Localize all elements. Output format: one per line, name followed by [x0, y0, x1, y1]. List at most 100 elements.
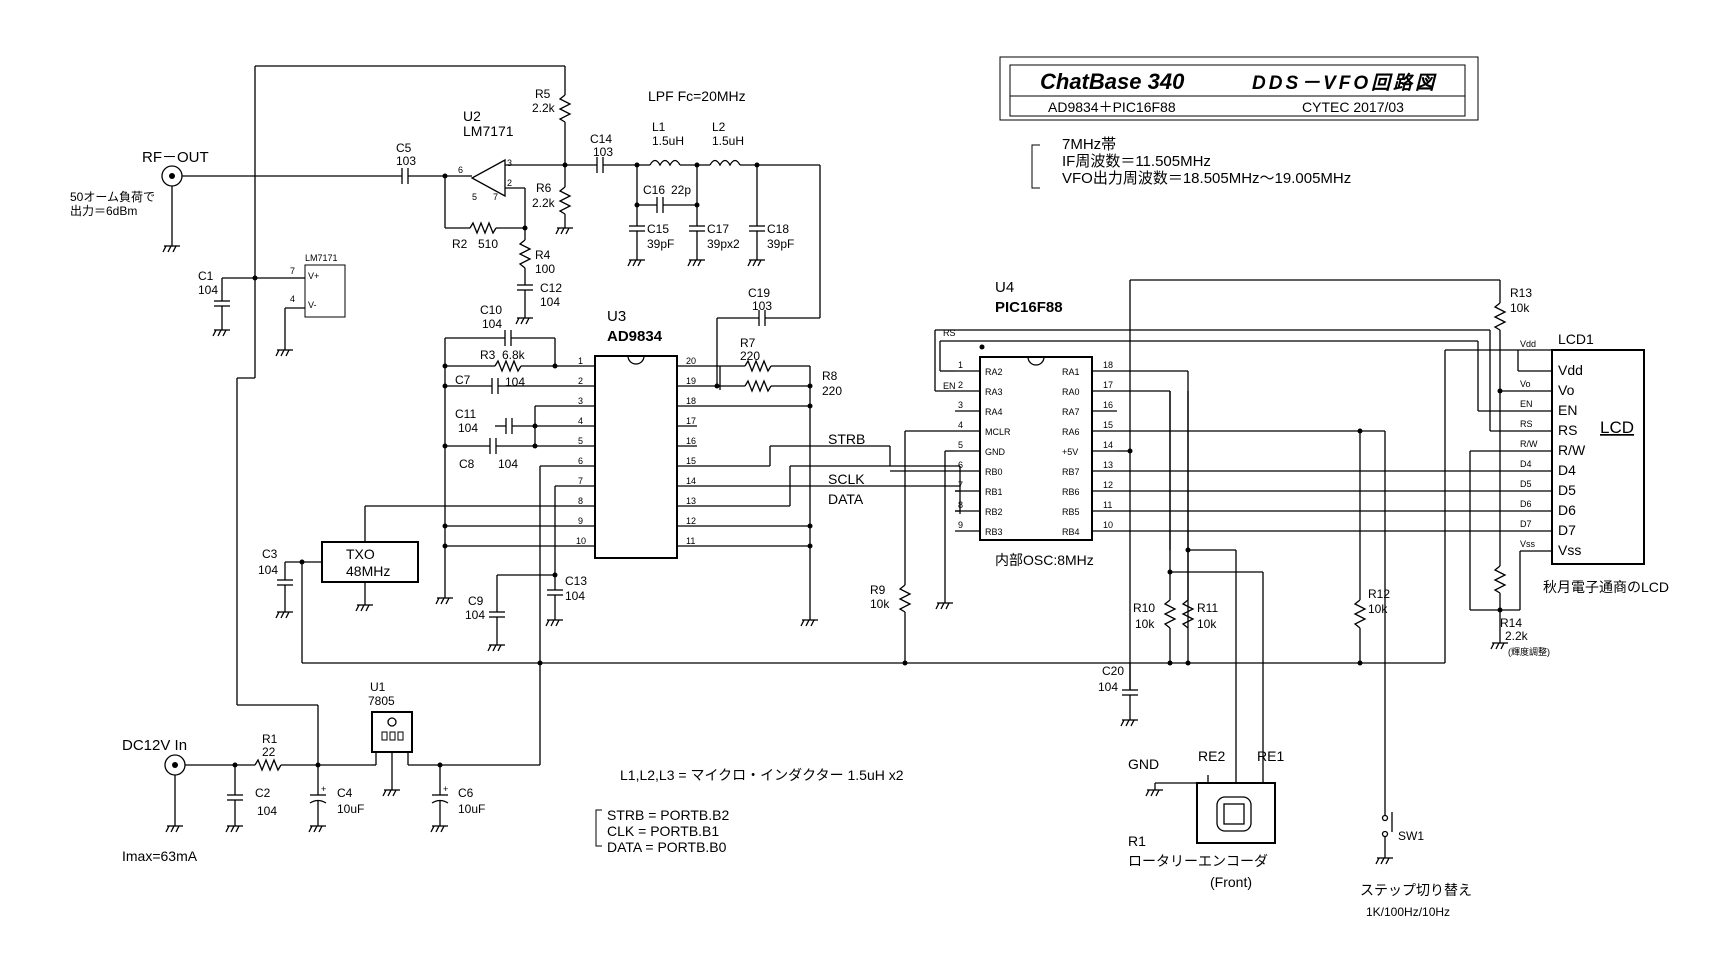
title-subtitle: DDS－VFO回路図 — [1252, 72, 1437, 94]
c6-val: 10uF — [458, 802, 485, 816]
u4-pin-14-name: +5V — [1062, 447, 1078, 457]
u4-pin-5-name: GND — [985, 447, 1006, 457]
u4-pin-10: 10 — [1103, 520, 1113, 530]
c20-ref: C20 — [1102, 664, 1124, 678]
rf-output-section: RF－OUT 50オーム負荷で 出力＝6dBm C5 103 C1 104 LM… — [70, 65, 565, 357]
u3-pin-2: 2 — [578, 376, 583, 386]
u2-part: LM7171 — [463, 123, 514, 139]
lcd-maker: 秋月電子通商のLCD — [1543, 579, 1669, 595]
u4-pin-9-name: RB3 — [985, 527, 1003, 537]
frequency-notes: 7MHz帯 IF周波数＝11.505MHz VFO出力周波数＝18.505MHz… — [1031, 136, 1351, 189]
lcd-pin-vo: Vo — [1558, 382, 1575, 398]
c9-ref: C9 — [468, 594, 484, 608]
u4-pin-6: 6 — [958, 460, 963, 470]
wire-vo: Vo — [1520, 379, 1531, 389]
u4-pin-1: 1 — [958, 360, 963, 370]
r4-val: 100 — [535, 262, 555, 276]
c19-val: 103 — [752, 299, 772, 313]
c20-val: 104 — [1098, 680, 1118, 694]
encoder-gnd: GND — [1128, 756, 1159, 772]
r3-val: 6.8k — [502, 348, 526, 362]
u4-pin-3-name: RA4 — [985, 407, 1003, 417]
u4-pin-11: 11 — [1103, 500, 1112, 510]
u4-pin-3: 3 — [958, 400, 963, 410]
r3-ref: R3 — [480, 348, 496, 362]
lcd-pin-rs: RS — [1558, 422, 1577, 438]
c5-ref: C5 — [396, 141, 412, 155]
wire-en: EN — [1520, 399, 1533, 409]
c2-val: 104 — [257, 804, 277, 818]
lcd-title: LCD — [1600, 418, 1634, 437]
r9-ref: R9 — [870, 583, 886, 597]
u4-pin-12-name: RB6 — [1062, 487, 1080, 497]
encoder-re2: RE2 — [1198, 748, 1225, 764]
u3-pin-8: 8 — [578, 496, 583, 506]
u1-ref: U1 — [370, 680, 386, 694]
c12-val: 104 — [540, 295, 560, 309]
u4-pin-1-name: RA2 — [985, 367, 1003, 377]
notes: L1,L2,L3 = マイクロ・インダクター 1.5uH x2 STRB = P… — [595, 767, 904, 855]
c6-ref: C6 — [458, 786, 474, 800]
u3-pin-14: 14 — [686, 476, 696, 486]
title-block: ChatBase 340 DDS－VFO回路図 AD9834＋PIC16F88 … — [999, 56, 1479, 121]
rotary-encoder: GND RE2 RE1 R1 ロータリーエンコーダ (Front) — [1128, 391, 1284, 890]
r5-val: 2.2k — [532, 101, 556, 115]
r12-val: 10k — [1368, 602, 1388, 616]
encoder-re1: RE1 — [1257, 748, 1284, 764]
u3-pin-17: 17 — [686, 416, 696, 426]
encoder-ref: R1 — [1128, 833, 1146, 849]
r7-ref: R7 — [740, 336, 756, 350]
c4-ref: C4 — [337, 786, 353, 800]
u3-pin-16: 16 — [686, 436, 696, 446]
svg-text:+: + — [443, 784, 448, 794]
vplus-label: V+ — [308, 271, 319, 281]
c5-val: 103 — [396, 154, 416, 168]
band-note: 7MHz帯 — [1062, 136, 1116, 153]
c11-val: 104 — [458, 421, 478, 435]
c19-ref: C19 — [748, 286, 770, 300]
r1-val: 22 — [262, 745, 276, 759]
r14-ref: R14 — [1500, 616, 1522, 630]
c13-val: 104 — [565, 589, 585, 603]
u2-amplifier: U2 LM7171 6 3 2 5 7 R2 510 R4 100 C12 10… — [442, 66, 573, 325]
lcd-pin-d7: D7 — [1558, 522, 1576, 538]
u4-pin-7: 7 — [958, 480, 963, 490]
u4-pin-11-name: RB5 — [1062, 507, 1080, 517]
u4-pin-15-name: RA6 — [1062, 427, 1080, 437]
c17-val: 39px2 — [707, 237, 740, 251]
lcd-ref: LCD1 — [1558, 331, 1594, 347]
title-author: CYTEC 2017/03 — [1302, 99, 1404, 115]
r9-val: 10k — [870, 597, 890, 611]
lm7171-supply-box — [304, 264, 346, 318]
u4-pin-9: 9 — [958, 520, 963, 530]
svg-text:3: 3 — [507, 158, 512, 168]
u4-pin-5: 5 — [958, 440, 963, 450]
lpf-label: LPF Fc=20MHz — [648, 88, 746, 104]
u4-pin-13-name: RB7 — [1062, 467, 1080, 477]
u3-pin-15: 15 — [686, 456, 696, 466]
r2-val: 510 — [478, 237, 498, 251]
svg-text:6: 6 — [458, 165, 463, 175]
lcd-pin-d5: D5 — [1558, 482, 1576, 498]
l2-val: 1.5uH — [712, 134, 744, 148]
u4-pin-12: 12 — [1103, 480, 1113, 490]
l2-ref: L2 — [712, 120, 726, 134]
u4-pin-8: 8 — [958, 500, 963, 510]
r11-ref: R11 — [1197, 601, 1218, 615]
c8-val: 104 — [498, 457, 518, 471]
u4-en-label: EN — [943, 381, 956, 391]
u3-pin-10: 10 — [576, 536, 586, 546]
u4-pin-7-name: RB1 — [985, 487, 1003, 497]
lcd-pin-rw: R/W — [1558, 442, 1586, 458]
r6-val: 2.2k — [532, 196, 556, 210]
u3-pin-12: 12 — [686, 516, 696, 526]
r10-ref: R10 — [1133, 601, 1155, 615]
u4-pic16f88: U4 PIC16F88 1 RA2 2 RA3 3 RA4 4 MCLR 5 — [790, 279, 1552, 800]
txo-freq: 48MHz — [346, 563, 390, 579]
c18-val: 39pF — [767, 237, 794, 251]
u4-part: PIC16F88 — [995, 299, 1063, 316]
u3-ad9834: U3 AD9834 1 2 3 4 5 6 7 8 9 10 20 — [258, 303, 842, 760]
switch-name: ステップ切り替え — [1360, 882, 1472, 898]
switch-ref: SW1 — [1398, 829, 1424, 843]
dc-in-label: DC12V In — [122, 737, 187, 754]
